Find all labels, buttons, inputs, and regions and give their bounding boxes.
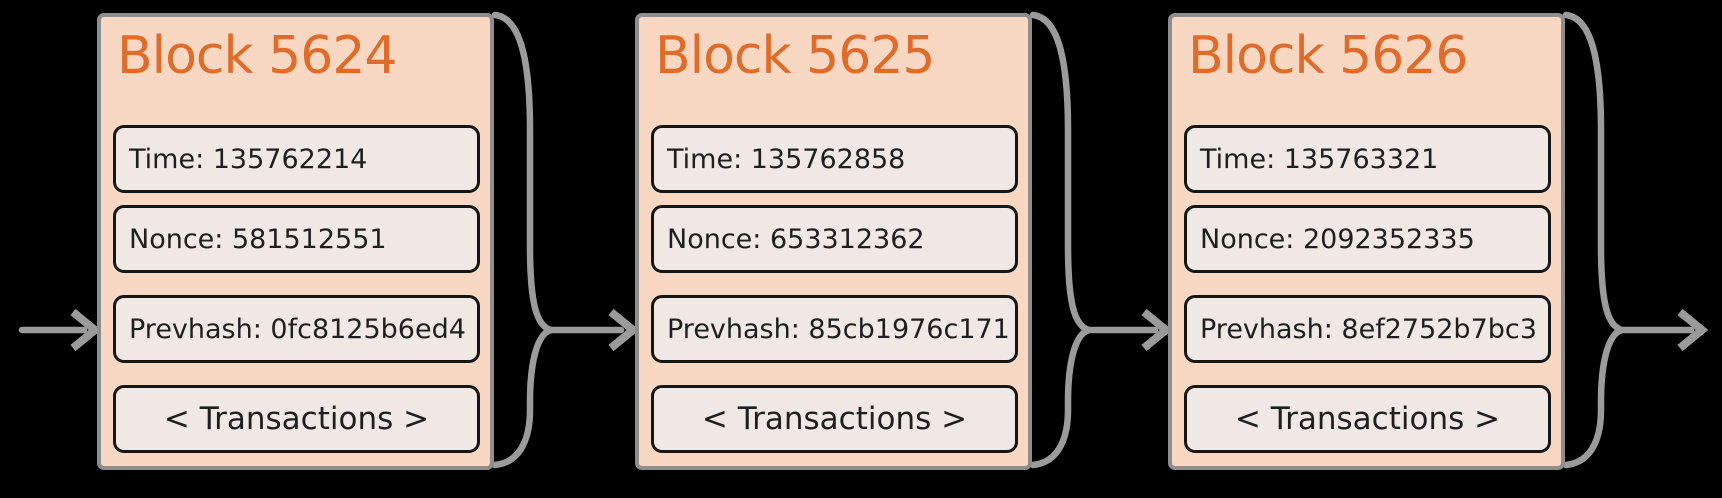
nonce-field: Nonce: 581512551	[113, 205, 480, 273]
nonce-field: Nonce: 2092352335	[1184, 205, 1551, 273]
brace-arrow-icon	[491, 11, 640, 469]
brace-arrow-icon	[1029, 11, 1173, 469]
block-title: Block 5625	[655, 26, 936, 86]
transactions-field: < Transactions >	[113, 385, 480, 453]
time-field: Time: 135762858	[651, 125, 1018, 193]
brace-arrow-icon	[1562, 11, 1709, 469]
transactions-field: < Transactions >	[1184, 385, 1551, 453]
time-field: Time: 135763321	[1184, 125, 1551, 193]
block-card-3: Block 5626 Time: 135763321 Nonce: 209235…	[1168, 13, 1565, 470]
incoming-arrow-icon	[18, 308, 102, 352]
prevhash-field: Prevhash: 0fc8125b6ed4	[113, 295, 480, 363]
block-card-2: Block 5625 Time: 135762858 Nonce: 653312…	[635, 13, 1032, 470]
transactions-field: < Transactions >	[651, 385, 1018, 453]
block-title: Block 5626	[1188, 26, 1469, 86]
nonce-field: Nonce: 653312362	[651, 205, 1018, 273]
prevhash-field: Prevhash: 8ef2752b7bc3	[1184, 295, 1551, 363]
block-card-1: Block 5624 Time: 135762214 Nonce: 581512…	[97, 13, 494, 470]
block-title: Block 5624	[117, 26, 398, 86]
time-field: Time: 135762214	[113, 125, 480, 193]
prevhash-field: Prevhash: 85cb1976c171	[651, 295, 1018, 363]
